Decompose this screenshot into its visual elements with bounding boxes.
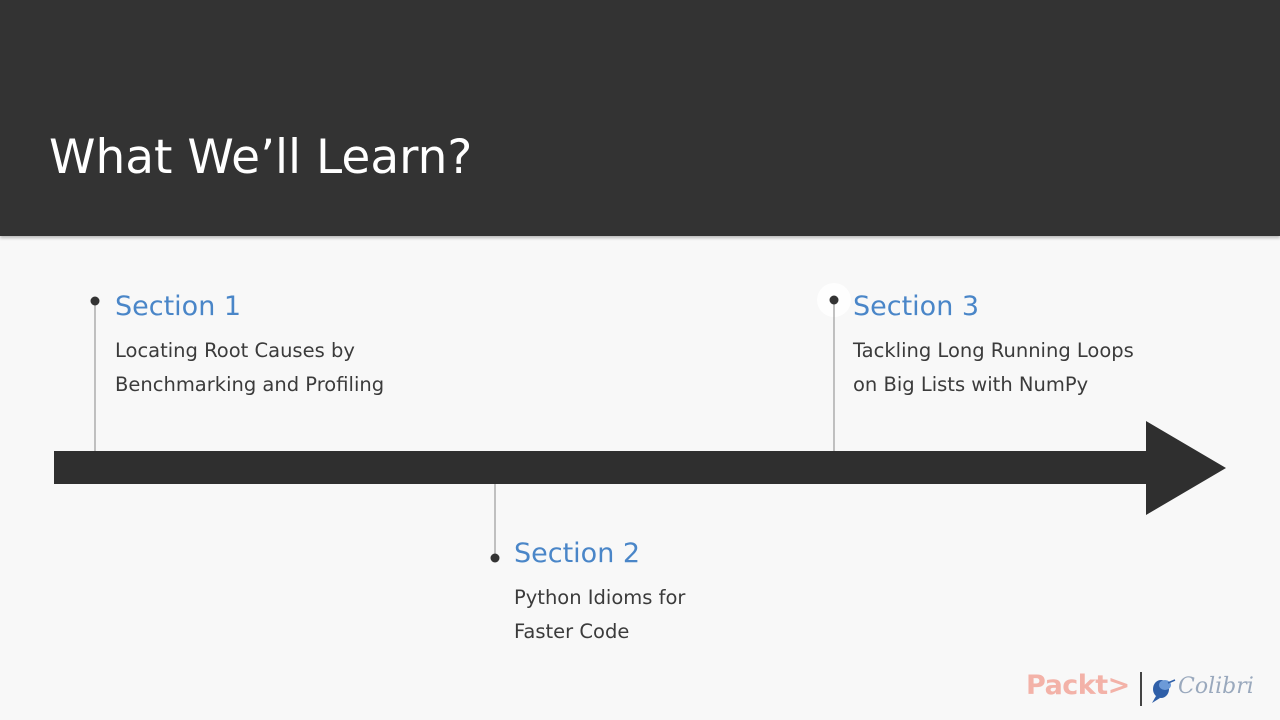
section-1-heading: Section 1 xyxy=(115,291,242,322)
branding: Packt> Colibri xyxy=(1022,668,1272,712)
section-3-dot xyxy=(829,295,839,305)
section-2-description-line-2: Faster Code xyxy=(514,620,630,643)
section-3-heading: Section 3 xyxy=(853,291,980,322)
slide-title: What We’ll Learn? xyxy=(49,130,473,185)
hummingbird-icon xyxy=(1152,679,1176,703)
timeline-arrow xyxy=(54,421,1226,515)
logo-divider xyxy=(1140,672,1142,706)
packt-logo: Packt> xyxy=(1026,670,1130,701)
title-bar: What We’ll Learn? xyxy=(0,0,1280,236)
section-1-dot xyxy=(90,296,100,306)
section-2-heading: Section 2 xyxy=(514,538,641,569)
section-1-description-line-1: Locating Root Causes by xyxy=(115,339,355,362)
section-1-description-line-2: Benchmarking and Profiling xyxy=(115,373,385,396)
colibri-logo: Colibri xyxy=(1178,674,1254,699)
section-3-description-line-1: Tackling Long Running Loops xyxy=(853,339,1134,362)
section-2-description-line-1: Python Idioms for xyxy=(514,586,686,609)
section-3-description-line-2: on Big Lists with NumPy xyxy=(853,373,1089,396)
section-2-dot xyxy=(490,553,500,563)
